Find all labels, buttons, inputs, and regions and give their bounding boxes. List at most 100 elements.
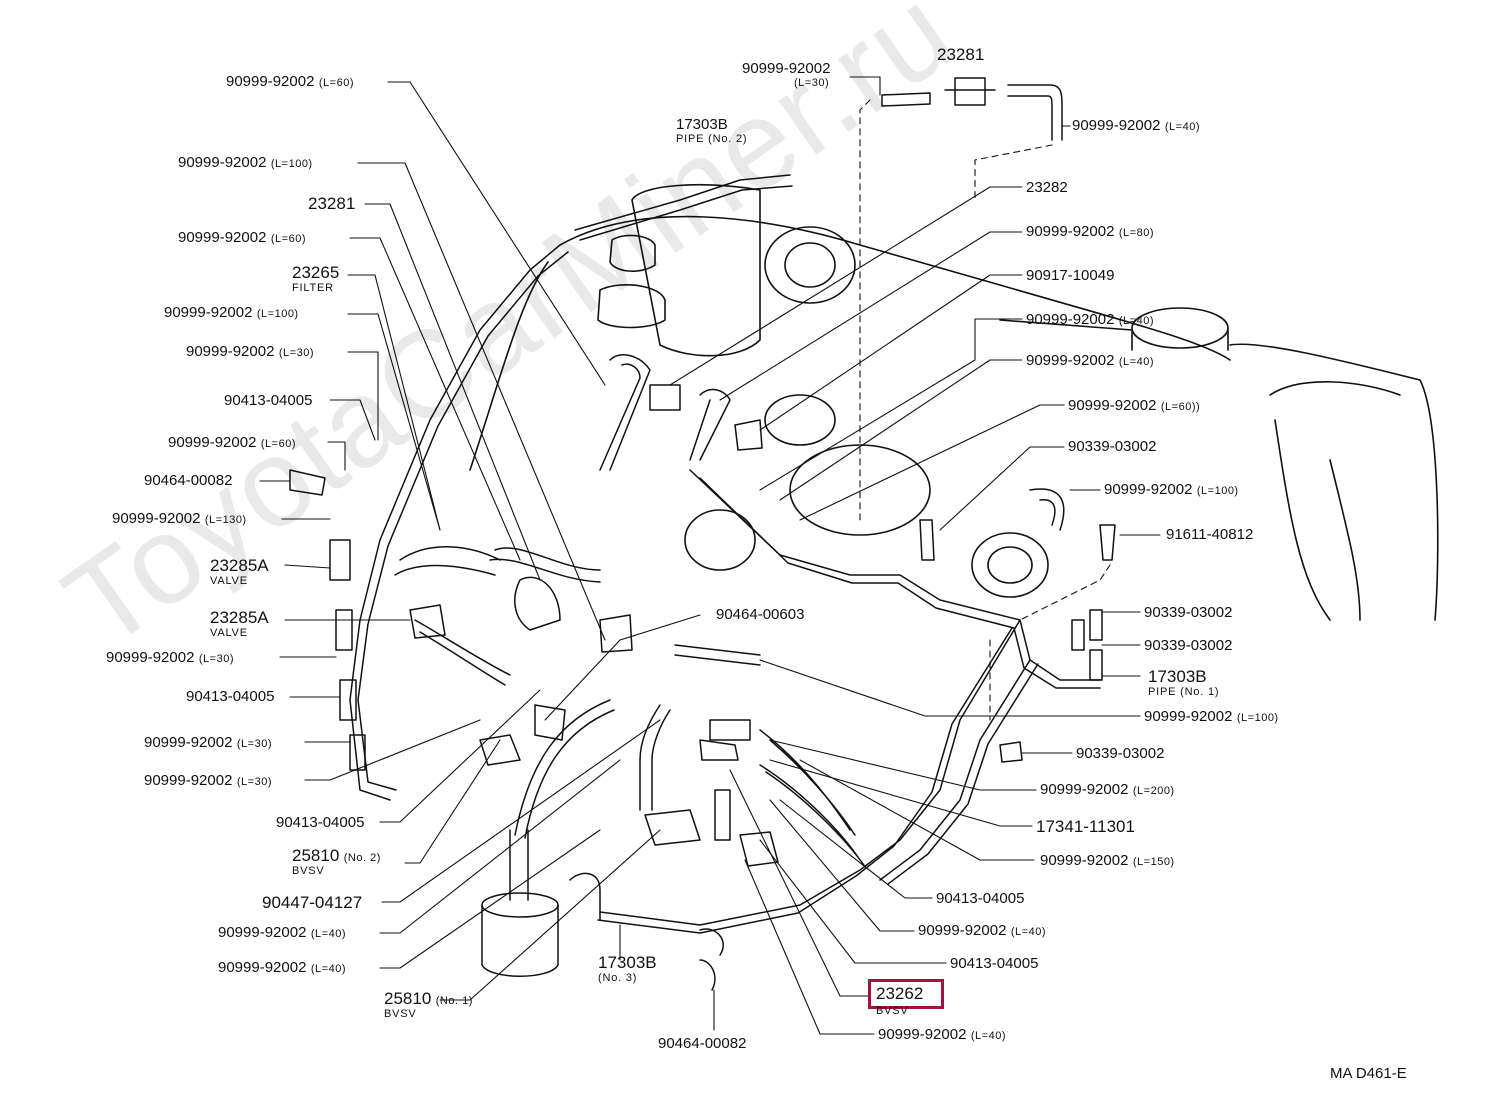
part-sub: (L=40): [1118, 315, 1154, 327]
part-number: 90999-92002: [1104, 481, 1193, 498]
label-hose-l60-c[interactable]: 90999-92002 (L=60): [168, 435, 296, 451]
label-hose-l30-c[interactable]: 90999-92002 (L=30): [144, 735, 272, 751]
label-valve-23281-left[interactable]: 23281: [308, 195, 355, 213]
part-number: 90464-00082: [658, 1035, 747, 1052]
label-clip-90413-a[interactable]: 90413-04005: [224, 393, 312, 409]
dashed-lines: [859, 99, 1111, 721]
part-number: 90999-92002: [742, 60, 831, 77]
part-sub2: BVSV: [876, 1005, 909, 1017]
throttle-body: [684, 394, 1049, 598]
label-pipe-no2[interactable]: 17303B PIPE (No. 2): [676, 117, 747, 145]
part-number: 90999-92002: [218, 924, 307, 941]
label-bolt-91611[interactable]: 91611-40812: [1166, 527, 1253, 543]
part-number: 90413-04005: [950, 955, 1039, 972]
part-number: 90999-92002: [178, 229, 267, 246]
part-number: 90464-00082: [144, 472, 233, 489]
label-hose-l30-b[interactable]: 90999-92002 (L=30): [106, 650, 234, 666]
part-number: 90999-92002: [1026, 311, 1115, 328]
part-number: 90339-03002: [1144, 637, 1233, 654]
label-bvsv-25810-no1[interactable]: 25810 (No. 1) BVSV: [384, 990, 473, 1020]
part-sub: (L=40): [1118, 356, 1154, 368]
part-number: 25810: [384, 989, 432, 1008]
part-number: 23262: [876, 984, 924, 1003]
label-17341-11301[interactable]: 17341-11301: [1036, 818, 1135, 836]
label-clip-90413-e[interactable]: 90413-04005: [950, 956, 1038, 972]
part-sub: (L=60)): [1160, 401, 1201, 413]
label-hose-l40-top[interactable]: 90999-92002 (L=40): [1072, 118, 1200, 134]
label-hose-l40-d[interactable]: 90999-92002 (L=40): [1026, 353, 1154, 369]
label-clamp-90464-00603[interactable]: 90464-00603: [716, 607, 804, 623]
label-valve-23285a-a[interactable]: 23285A VALVE: [210, 557, 269, 587]
part-number: 23285A: [210, 556, 269, 575]
part-number: 90999-92002: [1068, 397, 1157, 414]
label-hose-l60-a[interactable]: 90999-92002 (L=60): [226, 74, 354, 90]
label-pipe-no1[interactable]: 17303B PIPE (No. 1): [1148, 668, 1219, 698]
label-hose-l150[interactable]: 90999-92002 (L=150): [1040, 853, 1175, 869]
label-hose-l40-f[interactable]: 90999-92002 (L=40): [878, 1027, 1006, 1043]
part-sub: (L=40): [1164, 121, 1200, 133]
label-clip-90413-b[interactable]: 90413-04005: [186, 689, 274, 705]
part-sub: (L=100): [1196, 485, 1239, 497]
label-pipe-no3[interactable]: 17303B (No. 3): [598, 954, 657, 984]
label-clamp-90464-a[interactable]: 90464-00082: [144, 473, 232, 489]
label-hose-l40-e[interactable]: 90999-92002 (L=40): [918, 923, 1046, 939]
label-plug-90339-b[interactable]: 90339-03002: [1144, 605, 1232, 621]
part-sub2: BVSV: [384, 1008, 417, 1020]
label-hose-l200[interactable]: 90999-92002 (L=200): [1040, 782, 1175, 798]
part-number: 90917-10049: [1026, 267, 1115, 284]
part-number: 90999-92002: [1040, 781, 1129, 798]
label-hose-l100-c[interactable]: 90999-92002 (L=100): [1104, 482, 1239, 498]
part-number: 90999-92002: [918, 922, 1007, 939]
part-sub: (L=100): [270, 158, 313, 170]
label-hose-l100-d[interactable]: 90999-92002 (L=100): [1144, 709, 1279, 725]
label-clip-90413-c[interactable]: 90413-04005: [276, 815, 364, 831]
part-number: 90447-04127: [262, 893, 363, 912]
part-number: 23281: [937, 45, 985, 64]
label-hose-l30-a[interactable]: 90999-92002 (L=30): [186, 344, 314, 360]
part-number: 90413-04005: [936, 890, 1025, 907]
label-hose-l60-d[interactable]: 90999-92002 (L=60)): [1068, 398, 1200, 414]
part-number: 90999-92002: [168, 434, 257, 451]
label-clamp-90464-b[interactable]: 90464-00082: [658, 1036, 746, 1052]
label-23282[interactable]: 23282: [1026, 180, 1068, 196]
part-number: 90999-92002: [178, 154, 267, 171]
part-sub: PIPE (No. 2): [676, 133, 748, 145]
label-clip-90413-d[interactable]: 90413-04005: [936, 891, 1024, 907]
part-sub: (L=30): [236, 776, 272, 788]
label-hose-l60-b[interactable]: 90999-92002 (L=60): [178, 230, 306, 246]
label-plug-90339-d[interactable]: 90339-03002: [1076, 746, 1164, 762]
part-sub: (L=150): [1132, 856, 1175, 868]
label-hose-l40-b[interactable]: 90999-92002 (L=40): [218, 960, 346, 976]
part-sub: (L=30): [794, 77, 830, 89]
part-number: 17303B: [598, 953, 657, 972]
label-valve-23281-top[interactable]: 23281: [937, 46, 984, 64]
part-sub2: BVSV: [292, 865, 325, 877]
label-valve-23285a-b[interactable]: 23285A VALVE: [210, 609, 269, 639]
part-number: 90999-92002: [1072, 117, 1161, 134]
leader-lines: [259, 76, 1161, 1035]
label-hose-l100-a[interactable]: 90999-92002 (L=100): [178, 155, 313, 171]
part-sub: (L=40): [970, 1030, 1006, 1042]
label-hose-l80[interactable]: 90999-92002 (L=80): [1026, 224, 1154, 240]
label-hose-l100-b[interactable]: 90999-92002 (L=100): [164, 305, 299, 321]
label-plug-90339-a[interactable]: 90339-03002: [1068, 439, 1156, 455]
label-bvsv-23262[interactable]: 23262 BVSV: [876, 985, 923, 1017]
label-hose-l40-c[interactable]: 90999-92002 (L=40): [1026, 312, 1154, 328]
label-hose-l30-top[interactable]: 90999-92002 (L=30): [742, 61, 830, 89]
part-sub: (L=60): [270, 233, 306, 245]
label-bvsv-25810-no2[interactable]: 25810 (No. 2) BVSV: [292, 847, 381, 877]
part-sub: (L=30): [278, 347, 314, 359]
label-90447-04127[interactable]: 90447-04127: [262, 894, 362, 912]
label-hose-l130[interactable]: 90999-92002 (L=130): [112, 511, 247, 527]
part-number: 17341-11301: [1036, 817, 1135, 836]
label-hose-l30-d[interactable]: 90999-92002 (L=30): [144, 773, 272, 789]
label-plug-90339-c[interactable]: 90339-03002: [1144, 638, 1232, 654]
part-sub: (L=80): [1118, 227, 1154, 239]
part-number: 90999-92002: [1026, 223, 1115, 240]
label-filter-23265[interactable]: 23265 FILTER: [292, 264, 339, 294]
part-number: 90999-92002: [144, 734, 233, 751]
label-90917-10049[interactable]: 90917-10049: [1026, 268, 1114, 284]
part-sub: (L=30): [198, 653, 234, 665]
label-hose-l40-a[interactable]: 90999-92002 (L=40): [218, 925, 346, 941]
